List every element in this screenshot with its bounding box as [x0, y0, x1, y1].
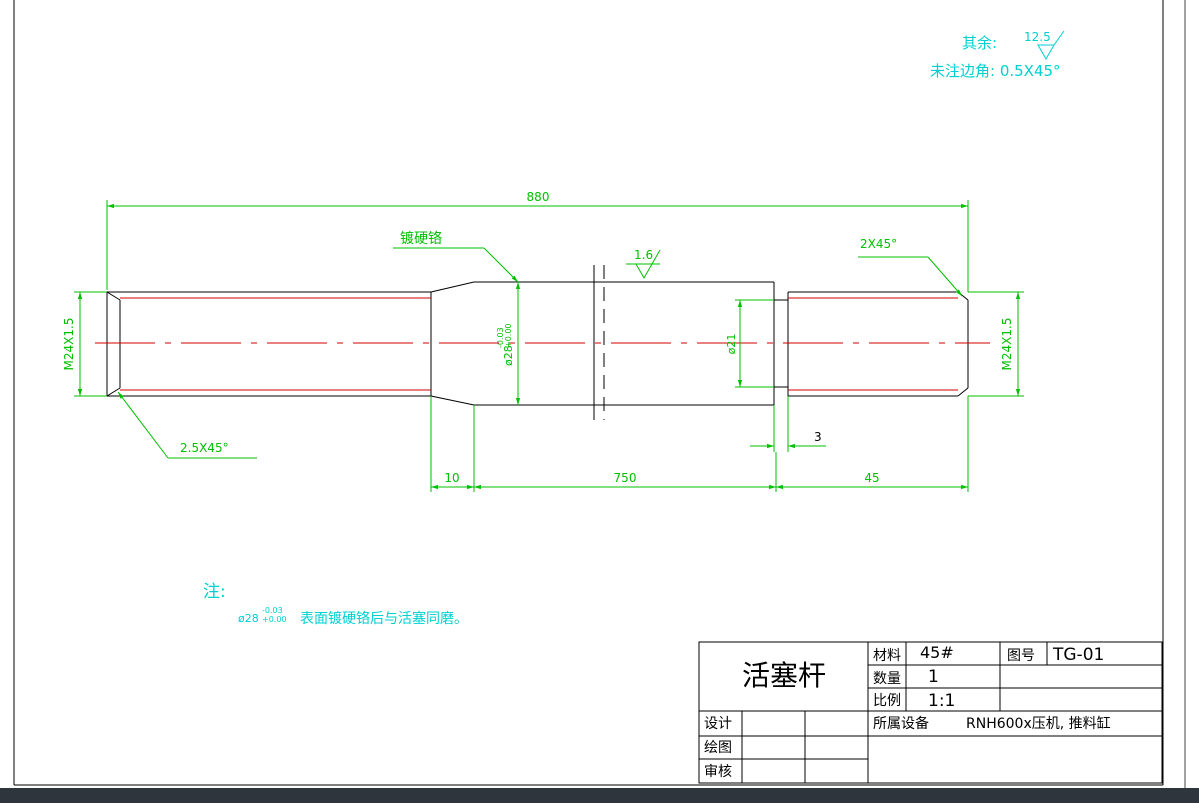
chamfer-general-note: 未注边角: 0.5X45°: [930, 62, 1061, 80]
title-block: [698, 641, 1163, 784]
right-chamfer-dim: 2X45°: [860, 237, 897, 251]
left-chamfer-dim: 2.5X45°: [180, 441, 229, 455]
right-length-dim: 45: [864, 471, 879, 485]
drawing-no-label: 图号: [1007, 648, 1035, 664]
groove-width-dim: 3: [814, 430, 822, 444]
surface-roughness-value: 1.6: [634, 248, 653, 262]
equipment-value: RNH600x压机, 推料缸: [966, 715, 1111, 732]
groove-diameter-dim: ø21: [725, 334, 738, 355]
rest-roughness-value: 12.5: [1024, 30, 1051, 44]
thread-and-centre-lines: [95, 297, 990, 391]
main-length-dim: 750: [614, 471, 637, 485]
piston-rod-outline: [106, 265, 969, 420]
main-diameter-dim: ø28 -0.03 +0.00: [496, 323, 515, 366]
note-text: 表面镀硬铬后与活塞同磨。: [300, 610, 468, 627]
note-dim-upper: -0.03: [262, 606, 283, 615]
note-heading: 注:: [203, 582, 226, 602]
quantity-value: 1: [928, 667, 939, 687]
right-thread-dim: M24X1.5: [1000, 318, 1014, 371]
general-notes: 其余: 12.5 未注边角: 0.5X45°: [930, 30, 1065, 80]
main-diameter-upper: -0.03: [496, 327, 505, 348]
review-label: 审核: [704, 764, 732, 780]
dimension-texts: 880 M24X1.5 M24X1.5 镀硬铬 1.6 2X45° 2.5X45…: [62, 190, 1014, 485]
main-diameter-lower: +0.00: [504, 323, 513, 348]
scale-label: 比例: [873, 693, 901, 709]
plating-callout: 镀硬铬: [400, 230, 442, 247]
main-diameter-base: ø28: [502, 345, 515, 366]
overall-length-dim: 880: [527, 190, 550, 204]
title-block-text: 活塞杆 材料 45# 图号 TG-01 数量 1 比例 1:1 设计 绘图 审核…: [704, 643, 1111, 780]
drawn-label: 绘图: [704, 740, 732, 756]
drawing-frame: [13, 0, 1186, 788]
equipment-label: 所属设备: [873, 715, 929, 732]
bottom-status-bar: [0, 788, 1199, 803]
scale-value: 1:1: [928, 691, 955, 711]
taper-length-dim: 10: [444, 471, 459, 485]
drawing-no-value: TG-01: [1052, 645, 1104, 665]
note-dim-base: ø28: [238, 612, 259, 625]
left-thread-dim: M24X1.5: [62, 318, 76, 371]
note-dim-lower: +0.00: [262, 615, 287, 624]
material-label: 材料: [873, 648, 901, 664]
quantity-label: 数量: [873, 671, 901, 687]
bottom-note: 注: ø28 -0.03 +0.00 表面镀硬铬后与活塞同磨。: [203, 582, 468, 627]
dimension-lines: [74, 200, 1024, 492]
design-label: 设计: [704, 716, 732, 732]
part-name: 活塞杆: [742, 659, 826, 692]
material-value: 45#: [920, 643, 954, 662]
rest-roughness-label: 其余:: [962, 34, 997, 52]
roughness-symbol: [1037, 30, 1065, 61]
